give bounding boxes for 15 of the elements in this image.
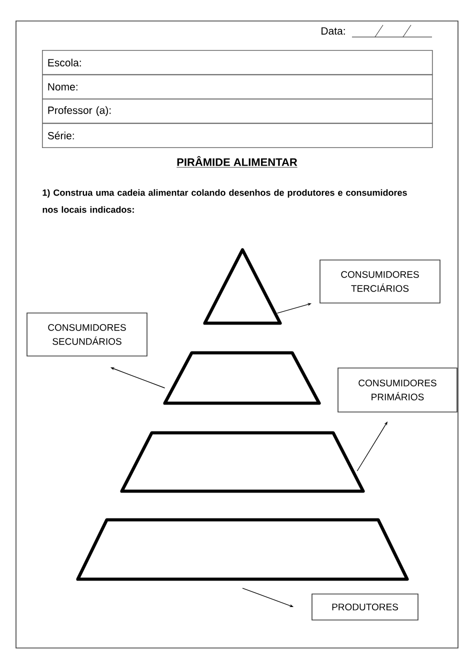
title: PIRÂMIDE ALIMENTAR: [176, 156, 298, 168]
form-field: Escola:: [42, 50, 433, 76]
label-box: CONSUMIDORES TERCIÁRIOS: [320, 260, 440, 304]
pyramid-triangle: [203, 248, 282, 325]
form-field: Nome:: [42, 74, 433, 100]
instruction-text: 1) Construa uma cadeia alimentar colando desenhos de produtores e consumidores nos locais indicados:: [42, 189, 407, 213]
date-label: Data:: [322, 27, 345, 35]
pyramid-level: [120, 431, 365, 493]
pyramid-level: [163, 351, 321, 405]
label-box: CONSUMIDORES PRIMÁRIOS: [338, 368, 458, 412]
form-field: Série:: [42, 122, 433, 148]
pyramid-level: [76, 518, 409, 581]
label-box: PRODUTORES: [312, 594, 418, 620]
label-box: CONSUMIDORES SECUNDÁRIOS: [26, 312, 148, 356]
form-field: Professor (a):: [42, 98, 433, 124]
